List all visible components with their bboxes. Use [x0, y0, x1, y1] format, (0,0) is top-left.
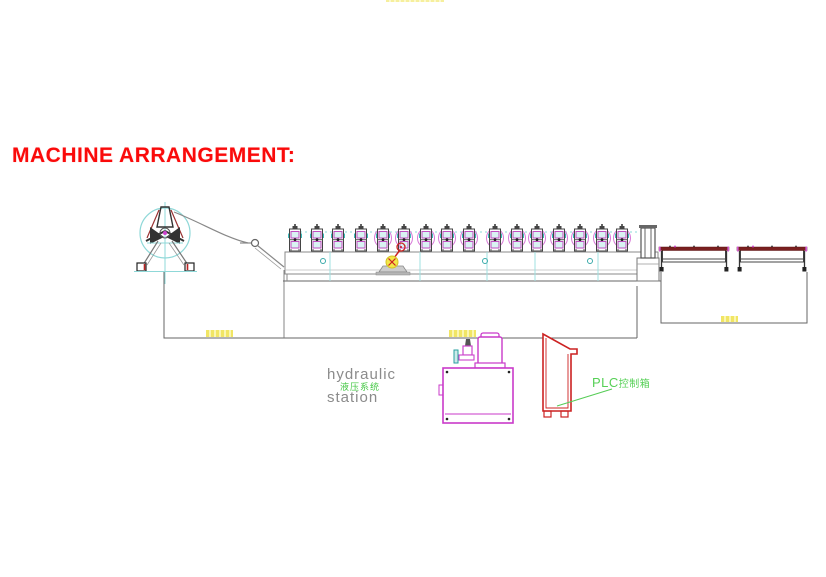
hydraulic-station-label: hydraulic station: [327, 363, 396, 409]
hydraulic-station-label-cn: 液压系统: [340, 382, 381, 392]
dimension-text-right: [721, 316, 738, 322]
page-title: MACHINE ARRANGEMENT:: [12, 144, 296, 167]
hydraulic-label-line1: hydraulic: [327, 366, 397, 383]
output-table-2: [736, 244, 808, 273]
end-shear: [636, 225, 660, 282]
drive-motor: [375, 242, 411, 276]
hydraulic-label-line2: station: [327, 389, 379, 406]
dimension-text-left: [206, 330, 233, 337]
hydraulic-station: [438, 332, 514, 424]
plc-label-cn: 控制箱: [618, 379, 651, 390]
plc-label-latin: PLC: [592, 375, 619, 390]
dimension-text-middle: [449, 330, 476, 337]
output-table-1: [658, 244, 730, 273]
roll-forming-stations: [288, 223, 631, 252]
dimension-text-top: [386, 0, 444, 2]
foundation-outline: [163, 270, 808, 339]
plc-label: PLC控制箱: [592, 375, 650, 390]
plc-control-box: [542, 332, 613, 418]
decoiler: [134, 202, 197, 284]
strip-guide: [173, 211, 285, 270]
plc-leader-line: [556, 388, 613, 407]
